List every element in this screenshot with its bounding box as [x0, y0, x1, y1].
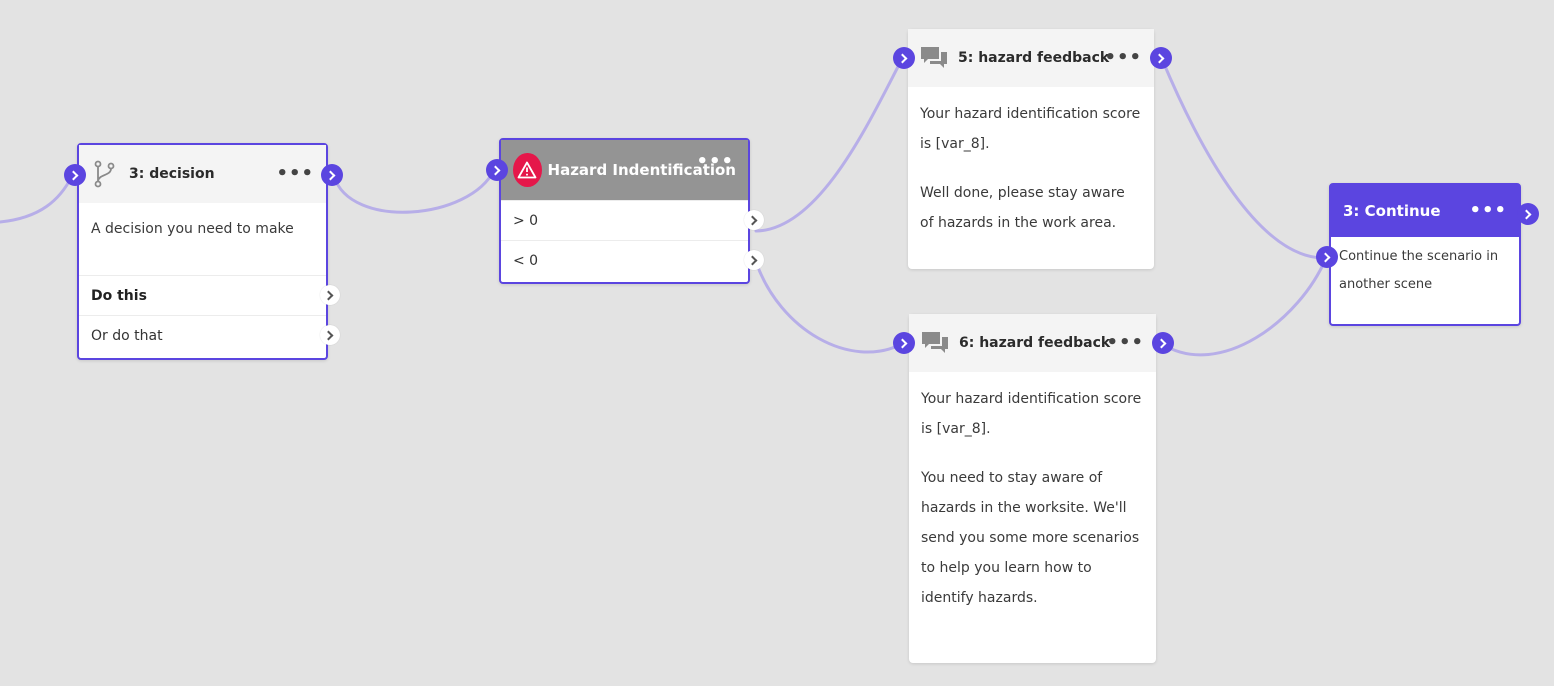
decision-node-header[interactable]: 3: decision •••: [79, 145, 326, 203]
hazard-more-icon[interactable]: •••: [696, 151, 734, 172]
hazard-option-lt0-port[interactable]: [744, 250, 764, 270]
feedback6-node-title: 6: hazard feedback: [959, 335, 1111, 351]
decision-node[interactable]: 3: decision ••• A decision you need to m…: [64, 143, 343, 360]
decision-option-1-port[interactable]: [320, 285, 340, 305]
feedback5-paragraph-2: Well done, please stay aware of hazards …: [920, 185, 1125, 231]
feedback6-input-port[interactable]: [893, 332, 915, 354]
decision-more-icon[interactable]: •••: [276, 163, 314, 184]
feedback5-node-title: 5: hazard feedback: [958, 50, 1110, 66]
hazard-option-lt0[interactable]: < 0: [501, 240, 764, 280]
decision-node-title: 3: decision: [129, 166, 215, 182]
feedback5-node-header[interactable]: 5: hazard feedback •••: [908, 29, 1154, 87]
decision-option-2-label: Or do that: [91, 327, 163, 344]
connector-hazard-gt0-to-feedback5: [754, 57, 904, 233]
hazard-option-gt0[interactable]: > 0: [501, 200, 764, 240]
chat-bubbles-icon: [921, 329, 949, 357]
hazard-option-lt0-label: < 0: [513, 252, 539, 269]
continue-node-header[interactable]: 3: Continue •••: [1331, 185, 1519, 237]
decision-input-port[interactable]: [64, 164, 86, 186]
decision-option-1-label: Do this: [91, 287, 147, 304]
feedback5-paragraph-1: Your hazard identification score is [var…: [920, 106, 1141, 152]
decision-option-2[interactable]: Or do that: [79, 315, 340, 355]
feedback5-output-port[interactable]: [1150, 47, 1172, 69]
branch-icon: [91, 160, 119, 188]
continue-output-port[interactable]: [1517, 203, 1539, 225]
connector-feedback5-to-continue: [1160, 57, 1328, 260]
hazard-input-port[interactable]: [486, 159, 508, 181]
hazard-node-title: Hazard Indentification: [547, 161, 736, 179]
feedback6-node-header[interactable]: 6: hazard feedback •••: [909, 314, 1156, 372]
feedback6-more-icon[interactable]: •••: [1106, 332, 1144, 353]
chat-bubbles-icon: [920, 44, 948, 72]
continue-input-port[interactable]: [1316, 246, 1338, 268]
continue-more-icon[interactable]: •••: [1469, 200, 1507, 221]
warning-icon: [513, 153, 542, 187]
continue-node-title: 3: Continue: [1343, 202, 1441, 220]
continue-node-body: Continue the scenario in another scene: [1339, 249, 1499, 292]
continue-node[interactable]: 3: Continue ••• Continue the scenario in…: [1316, 183, 1539, 326]
decision-output-port[interactable]: [321, 164, 343, 186]
hazard-feedback-5-node[interactable]: 5: hazard feedback ••• Your hazard ident…: [893, 29, 1172, 269]
feedback6-output-port[interactable]: [1152, 332, 1174, 354]
decision-node-body: A decision you need to make: [91, 221, 294, 237]
feedback5-input-port[interactable]: [893, 47, 915, 69]
decision-option-2-port[interactable]: [320, 325, 340, 345]
connector-hazard-lt0-to-feedback6: [754, 260, 904, 354]
feedback5-more-icon[interactable]: •••: [1104, 47, 1142, 68]
hazard-node-header[interactable]: Hazard Indentification •••: [501, 140, 748, 200]
hazard-option-gt0-label: > 0: [513, 212, 539, 229]
connector-feedback6-to-continue: [1160, 256, 1328, 357]
hazard-feedback-6-node[interactable]: 6: hazard feedback ••• Your hazard ident…: [893, 314, 1174, 663]
feedback5-node-body: Your hazard identification score is [var…: [908, 87, 1154, 250]
decision-option-1[interactable]: Do this: [79, 275, 340, 315]
connector-incoming-decision: [0, 174, 74, 224]
hazard-identification-node[interactable]: Hazard Indentification ••• > 0 < 0: [486, 138, 764, 284]
hazard-option-gt0-port[interactable]: [744, 210, 764, 230]
connector-decision-to-hazard: [332, 168, 496, 214]
feedback6-paragraph-2: You need to stay aware of hazards in the…: [921, 470, 1140, 606]
feedback6-node-body: Your hazard identification score is [var…: [909, 372, 1156, 625]
feedback6-paragraph-1: Your hazard identification score is [var…: [921, 391, 1142, 437]
